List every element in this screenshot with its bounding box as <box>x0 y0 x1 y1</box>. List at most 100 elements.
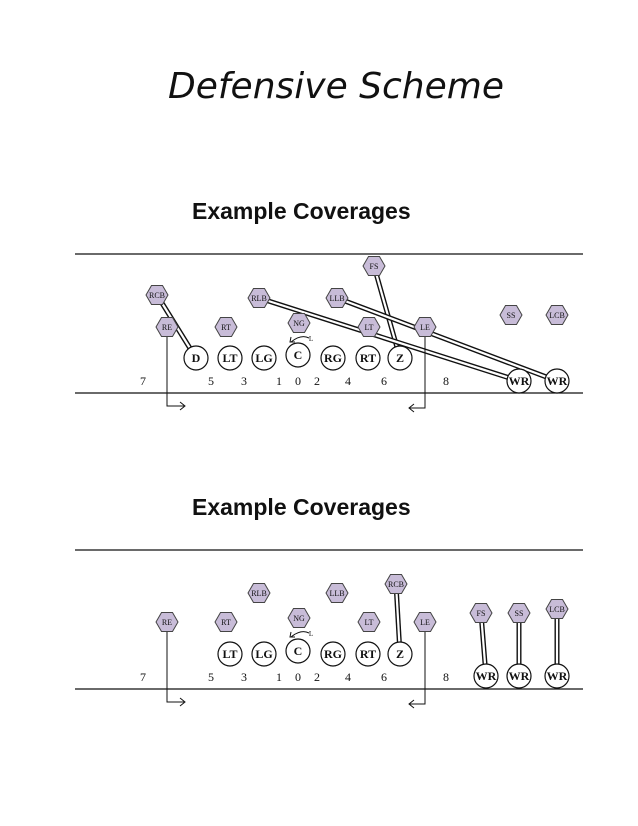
defense-player <box>247 288 271 308</box>
offense-player-label: RT <box>360 351 376 365</box>
offense-player <box>387 641 413 667</box>
offense-player-label: C <box>294 348 303 362</box>
offense-player-label: WR <box>476 669 497 683</box>
offense-player-label: LG <box>255 351 272 365</box>
gap-number: 7 <box>140 374 146 388</box>
offense-player-label: LT <box>223 351 238 365</box>
re-rush-path <box>166 335 184 407</box>
defense-player-label: LT <box>364 323 373 332</box>
defense-player-label: LLB <box>329 589 344 598</box>
offense-player <box>285 638 311 664</box>
section-1-heading: Example Coverages <box>192 198 411 224</box>
defense-player <box>384 574 408 594</box>
defense-player-label: SS <box>515 609 524 618</box>
offense-player-label: RT <box>360 647 376 661</box>
gap-number: 3 <box>241 670 247 684</box>
offense-player-label: WR <box>547 669 568 683</box>
offense-player-label: C <box>294 644 303 658</box>
defense-player-label: NG <box>293 319 305 328</box>
offense-player <box>217 641 243 667</box>
gap-number: 0 <box>295 670 301 684</box>
ng-slant-arrow <box>290 631 310 638</box>
offense-player-label: WR <box>509 669 530 683</box>
ng-marker: L <box>309 630 313 638</box>
defense-player-label: LLB <box>329 294 344 303</box>
defense-player <box>287 608 311 628</box>
defense-player-label: NG <box>293 614 305 623</box>
le-rush-arrow <box>408 403 415 413</box>
offense-player <box>183 345 209 371</box>
le-rush-path <box>409 630 426 705</box>
defense-player <box>362 256 386 276</box>
offense-player-label: WR <box>547 374 568 388</box>
defense-player <box>325 583 349 603</box>
defense-player <box>247 583 271 603</box>
offense-player <box>251 345 277 371</box>
defense-player <box>507 603 531 623</box>
defense-player <box>214 612 238 632</box>
defense-player-label: LE <box>420 323 430 332</box>
offense-player <box>355 345 381 371</box>
defense-player <box>413 612 437 632</box>
defense-player-label: LCB <box>549 311 565 320</box>
gap-number: 3 <box>241 374 247 388</box>
offense-player <box>285 342 311 368</box>
gap-number: 0 <box>295 374 301 388</box>
defense-player-label: RLB <box>251 589 267 598</box>
defense-player-label: SS <box>507 311 516 320</box>
ng-marker: L <box>309 335 313 343</box>
defense-player-label: LE <box>420 618 430 627</box>
defense-player <box>499 305 523 325</box>
gap-number: 8 <box>443 374 449 388</box>
offense-player <box>544 368 570 394</box>
offense-player <box>217 345 243 371</box>
offense-player-label: RG <box>324 647 342 661</box>
defense-player-label: RE <box>162 618 172 627</box>
gap-number: 5 <box>208 670 214 684</box>
gap-number: 2 <box>314 374 320 388</box>
gap-number: 2 <box>314 670 320 684</box>
defense-player-label: LT <box>364 618 373 627</box>
le-rush-path <box>409 335 426 409</box>
defense-player <box>545 305 569 325</box>
defense-player <box>413 317 437 337</box>
offense-player <box>251 641 277 667</box>
defense-player-label: RT <box>221 618 231 627</box>
defense-player <box>214 317 238 337</box>
gap-number: 1 <box>276 374 282 388</box>
offense-player <box>320 345 346 371</box>
defense-player-label: RLB <box>251 294 267 303</box>
offense-player <box>544 663 570 689</box>
offense-player <box>387 345 413 371</box>
defense-player <box>155 612 179 632</box>
coverage-line-inner <box>336 296 558 383</box>
defense-player-label: RCB <box>388 580 404 589</box>
defense-player <box>287 313 311 333</box>
offense-player-label: LT <box>223 647 238 661</box>
defense-player-label: FS <box>477 609 486 618</box>
defense-player <box>155 317 179 337</box>
offense-player-label: RG <box>324 351 342 365</box>
gap-number: 4 <box>345 374 351 388</box>
offense-player-label: LG <box>255 647 272 661</box>
re-rush-arrow <box>179 697 186 707</box>
offense-player <box>506 368 532 394</box>
section-2-heading: Example Coverages <box>192 494 411 520</box>
defense-player <box>357 612 381 632</box>
le-rush-arrow <box>408 699 415 709</box>
coverage-line-inner <box>258 296 520 383</box>
offense-player-label: D <box>192 351 201 365</box>
offense-player <box>506 663 532 689</box>
offense-player-label: Z <box>396 351 404 365</box>
defense-player <box>469 603 493 623</box>
defense-player <box>357 317 381 337</box>
re-rush-path <box>166 630 184 703</box>
defense-player-label: RE <box>162 323 172 332</box>
defense-player-label: FS <box>370 262 379 271</box>
gap-number: 5 <box>208 374 214 388</box>
gap-number: 6 <box>381 374 387 388</box>
gap-number: 8 <box>443 670 449 684</box>
offense-player <box>320 641 346 667</box>
